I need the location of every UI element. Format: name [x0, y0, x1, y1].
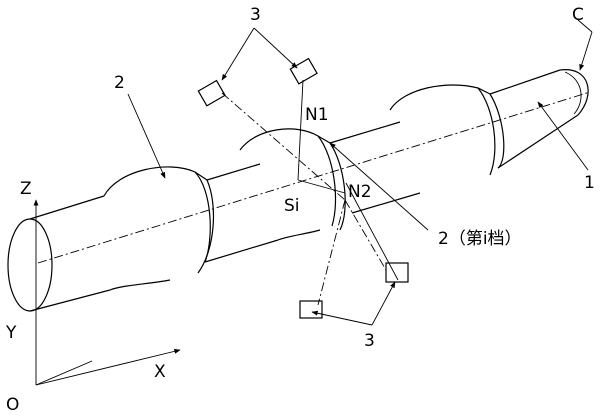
shaft-centerline — [37, 91, 591, 264]
label-axis-x: X — [154, 362, 166, 382]
coordinate-axes — [33, 199, 181, 386]
label-n1: N1 — [305, 105, 329, 125]
label-n2: N2 — [348, 182, 372, 202]
sensor-top-right — [289, 57, 318, 85]
label-c: C — [572, 5, 584, 25]
label-3-bottom: 3 — [364, 331, 375, 351]
x-axis — [35, 348, 181, 386]
sensor-bottom-left — [299, 300, 323, 319]
label-origin: O — [6, 395, 19, 415]
journal-left — [103, 166, 215, 291]
sensor-top-left — [197, 79, 226, 107]
label-1: 1 — [584, 173, 595, 193]
label-axis-y: Y — [5, 323, 17, 343]
leader-lines — [127, 19, 593, 326]
journal-middle — [239, 128, 346, 241]
label-si: Si — [284, 196, 300, 216]
y-axis-segment — [35, 360, 93, 386]
measurement-lines — [221, 79, 387, 306]
shaft-right-end — [559, 69, 589, 116]
label-3-top: 3 — [250, 5, 261, 25]
label-2-left: 2 — [114, 73, 125, 93]
label-2-i: 2（第i档） — [438, 229, 522, 249]
journal-right — [389, 84, 505, 176]
shaft-left-end — [7, 218, 53, 312]
label-axis-z: Z — [20, 179, 32, 199]
shaft-cylinder — [7, 69, 591, 312]
sensor-bottom-right — [385, 262, 409, 283]
